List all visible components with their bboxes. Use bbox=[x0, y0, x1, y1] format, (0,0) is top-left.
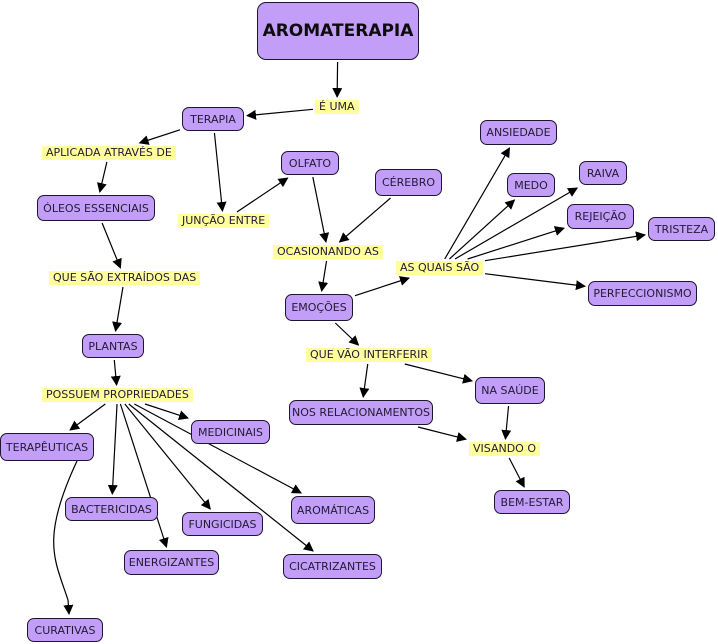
concept-energizantes[interactable]: ENERGIZANTES bbox=[124, 550, 219, 575]
concept-rejeicao[interactable]: REJEIÇÃO bbox=[567, 204, 634, 229]
concept-terapia[interactable]: TERAPIA bbox=[182, 107, 244, 131]
connector-e_uma-to-terapia bbox=[246, 108, 314, 120]
concept-na-saude[interactable]: NA SAÚDE bbox=[475, 377, 545, 404]
connector-quais-to-medo bbox=[449, 199, 516, 260]
link-e-uma: É UMA bbox=[315, 100, 359, 114]
concept-perfeccionismo[interactable]: PERFECCIONISMO bbox=[588, 281, 697, 306]
link-que-sao-extraidos-das: QUE SÃO EXTRAÍDOS DAS bbox=[49, 271, 201, 285]
concept-medo[interactable]: MEDO bbox=[507, 173, 555, 197]
concept-curativas[interactable]: CURATIVAS bbox=[27, 618, 103, 642]
link-ocasionando-as: OCASIONANDO AS bbox=[273, 245, 383, 259]
link-juncao-entre: JUNÇÃO ENTRE bbox=[178, 214, 270, 228]
concept-bem-estar[interactable]: BEM-ESTAR bbox=[494, 490, 570, 514]
concept-tristeza[interactable]: TRISTEZA bbox=[648, 217, 715, 241]
connector-possuem-to-terapeuticas bbox=[69, 403, 106, 431]
connector-emocoes-to-quais bbox=[354, 276, 410, 297]
connector-visando-to-bemestar bbox=[508, 457, 525, 488]
concept-aromaterapia[interactable]: AROMATERAPIA bbox=[257, 2, 419, 60]
concept-emocoes[interactable]: EMOÇÕES bbox=[285, 294, 353, 321]
connector-ocasionando-to-emocoes bbox=[318, 260, 329, 292]
concept-cerebro[interactable]: CÉREBRO bbox=[375, 169, 442, 196]
link-aplicada-atraves-de: APLICADA ATRAVÉS DE bbox=[42, 146, 176, 160]
link-que-vao-interferir: QUE VÃO INTERFERIR bbox=[306, 348, 433, 362]
connector-possuem-to-aromaticas bbox=[134, 403, 303, 494]
concept-fungicidas[interactable]: FUNGICIDAS bbox=[182, 512, 263, 536]
connector-terapia-to-juncao bbox=[213, 132, 227, 212]
connector-possuem-to-bactericidas bbox=[107, 403, 118, 495]
connector-quais-to-rejeicao bbox=[467, 226, 565, 260]
connector-interferir-to-saude bbox=[404, 363, 473, 384]
connector-quais-to-tristeza bbox=[484, 231, 646, 262]
connector-terapia-to-aplicada bbox=[138, 129, 181, 145]
connector-possuem-to-fungicidas bbox=[124, 403, 211, 510]
connector-olfato-to-ocasionando bbox=[312, 176, 330, 243]
connector-emocoes-to-interferir bbox=[334, 322, 360, 346]
concept-oleos-essenciais[interactable]: ÓLEOS ESSENCIAIS bbox=[37, 195, 155, 221]
connector-juncao-to-olfato bbox=[236, 177, 289, 213]
connector-interferir-to-relacionamentos bbox=[359, 363, 370, 398]
concept-plantas[interactable]: PLANTAS bbox=[82, 334, 144, 358]
connector-quais-to-ansiedade bbox=[444, 147, 510, 260]
link-possuem-propriedades: POSSUEM PROPRIEDADES bbox=[42, 388, 193, 402]
connector-cerebro-to-ocasionando bbox=[338, 197, 391, 243]
connector-plantas-to-possuem bbox=[110, 359, 121, 386]
concept-nos-relacionamentos[interactable]: NOS RELACIONAMENTOS bbox=[289, 400, 433, 425]
connector-relacionamentos-to-visando bbox=[417, 426, 467, 442]
connector-oleos-to-extraidos bbox=[101, 222, 122, 269]
connector-possuem-to-cicatrizantes bbox=[128, 403, 314, 552]
concept-olfato[interactable]: OLFATO bbox=[281, 151, 339, 175]
link-as-quais-sao: AS QUAIS SÃO bbox=[396, 261, 484, 275]
connector-terapeuticas-to-curativas bbox=[53, 460, 78, 615]
connector-extraidos-to-plantas bbox=[112, 286, 124, 332]
connector-saude-to-visando bbox=[501, 405, 512, 440]
concept-ansiedade[interactable]: ANSIEDADE bbox=[480, 120, 557, 145]
concept-raiva[interactable]: RAIVA bbox=[579, 161, 627, 185]
link-visando-o: VISANDO O bbox=[469, 442, 540, 456]
connector-aplicada-to-oleos bbox=[96, 161, 108, 193]
connector-quais-to-perfeccionismo bbox=[484, 273, 586, 291]
concept-terapeuticas[interactable]: TERAPÊUTICAS bbox=[0, 433, 94, 461]
concept-bactericidas[interactable]: BACTERICIDAS bbox=[65, 497, 158, 521]
concept-medicinais[interactable]: MEDICINAIS bbox=[191, 420, 270, 444]
concept-aromaticas[interactable]: AROMÁTICAS bbox=[291, 496, 375, 524]
connector-possuem-to-medicinais bbox=[144, 403, 189, 421]
connector-quais-to-raiva bbox=[454, 187, 579, 260]
concept-cicatrizantes[interactable]: CICATRIZANTES bbox=[283, 554, 382, 579]
connector-possuem-to-energizantes bbox=[119, 403, 169, 548]
